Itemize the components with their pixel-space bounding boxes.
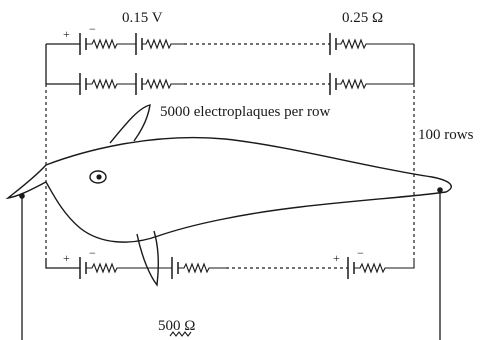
resistor xyxy=(336,78,414,90)
per-row-label: 5000 electroplaques per row xyxy=(160,104,331,120)
minus-sign: − xyxy=(89,246,96,260)
internal-resistance-label: 0.25 Ω xyxy=(342,10,383,26)
resistor xyxy=(142,38,184,50)
resistor xyxy=(336,38,414,50)
cell-voltage-label: 0.15 V xyxy=(122,10,163,26)
resistor xyxy=(178,262,226,274)
resistor xyxy=(86,262,172,274)
fish-body xyxy=(5,136,452,243)
resistor xyxy=(86,78,136,90)
minus-sign: − xyxy=(89,22,96,36)
resistor xyxy=(354,258,415,274)
fish-eye xyxy=(89,170,107,184)
resistor xyxy=(142,78,184,90)
fish-pupil xyxy=(96,174,102,180)
wire xyxy=(45,258,80,269)
top-row-2 xyxy=(46,73,414,95)
pectoral-fin xyxy=(136,230,159,287)
plus-sign: + xyxy=(63,27,70,41)
electric-fish xyxy=(5,104,452,287)
dorsal-fin xyxy=(109,104,151,144)
rows-label: 100 rows xyxy=(418,127,474,143)
plus-sign: + xyxy=(63,251,70,265)
bottom-row xyxy=(45,257,415,279)
load-resistance-label: 500 Ω xyxy=(158,318,195,334)
plus-sign: + xyxy=(333,251,340,265)
load-resistor xyxy=(169,331,192,337)
resistor xyxy=(86,38,136,50)
minus-sign: − xyxy=(357,246,364,260)
top-row-1 xyxy=(46,33,414,55)
